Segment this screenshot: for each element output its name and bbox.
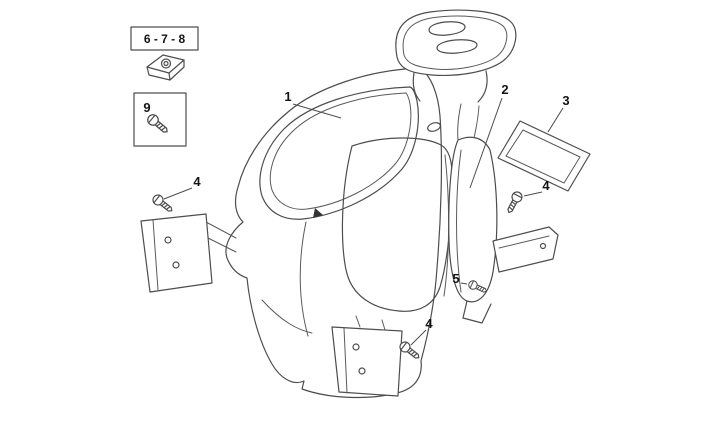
callout-3: 3 [562, 93, 569, 108]
legend-box-678 [130, 26, 199, 51]
body-inner-seam-left [299, 221, 309, 337]
callout-4-right: 4 [542, 178, 550, 193]
callout-2: 2 [501, 82, 508, 97]
callout-1: 1 [284, 89, 291, 104]
bottom-mudflap-hole-2 [358, 367, 366, 375]
luggage-rack-outline [395, 9, 517, 77]
side-cover-outline [341, 137, 453, 312]
bottom-mudflap-plate [331, 315, 403, 397]
leader-line-5 [460, 282, 468, 285]
vent-hole [427, 122, 441, 132]
luggage-rack-slot-2 [436, 39, 478, 54]
left-mudflap-hole-1 [164, 236, 172, 244]
rear-fairing-outline [225, 67, 443, 399]
callout-678: 6 - 7 - 8 [144, 32, 186, 46]
callout-4-left: 4 [193, 174, 201, 189]
reflector-plate-outline [497, 120, 591, 192]
callout-9: 9 [143, 100, 150, 115]
leader-line-4-right [523, 191, 543, 197]
body-undertail-line [261, 299, 313, 334]
luggage-rack-slot-1 [428, 21, 466, 36]
inner-side-panel-foot [462, 300, 492, 324]
leader-line-4-left [163, 187, 193, 200]
seam-opening-inner [269, 92, 412, 210]
leader-line-2 [469, 97, 503, 189]
left-mudflap-connector [205, 221, 237, 253]
panel-support-lines [457, 103, 480, 143]
legend-box-9 [133, 92, 187, 147]
left-mudflap-fold [152, 219, 159, 291]
mounting-bracket [492, 226, 559, 273]
luggage-rack [395, 9, 517, 103]
luggage-rack-inner-line [402, 15, 508, 70]
leader-line-4-bottom [410, 329, 427, 346]
leader-line-3 [547, 107, 564, 133]
seam-opening-outer [259, 86, 419, 220]
panel-body-gap-line [443, 154, 450, 297]
bottom-mudflap-hole-1 [352, 343, 360, 351]
legend-group-9: 9 [133, 92, 187, 147]
rear-fairing-panel [225, 67, 453, 399]
screw-4-right [503, 189, 525, 216]
callout-4-bottom: 4 [425, 316, 433, 331]
left-mudflap-hole-2 [172, 261, 180, 269]
reflector-plate [497, 120, 591, 192]
legend-group-678: 6 - 7 - 8 [130, 26, 199, 81]
bottom-mudflap-connector [355, 315, 386, 331]
leader-line-1 [292, 103, 342, 119]
inner-side-panel-contour [456, 149, 462, 293]
rivet-marker [313, 208, 323, 218]
callout-5: 5 [452, 271, 459, 286]
inner-side-panel-outline [448, 136, 498, 303]
mounting-bracket-hole [539, 242, 547, 250]
mounting-bracket-outline [492, 226, 559, 273]
luggage-rack-arm-left [412, 72, 421, 102]
bottom-mudflap-outline [331, 326, 403, 397]
bottom-mudflap-fold [343, 327, 348, 394]
left-mudflap-outline [140, 213, 213, 293]
left-mudflap-plate [140, 213, 237, 293]
clip-fastener-icon [146, 54, 185, 81]
reflector-plate-inner [505, 129, 581, 184]
luggage-rack-arm-right [477, 70, 488, 103]
inner-side-panel [443, 103, 498, 324]
mounting-bracket-fold [498, 235, 550, 249]
